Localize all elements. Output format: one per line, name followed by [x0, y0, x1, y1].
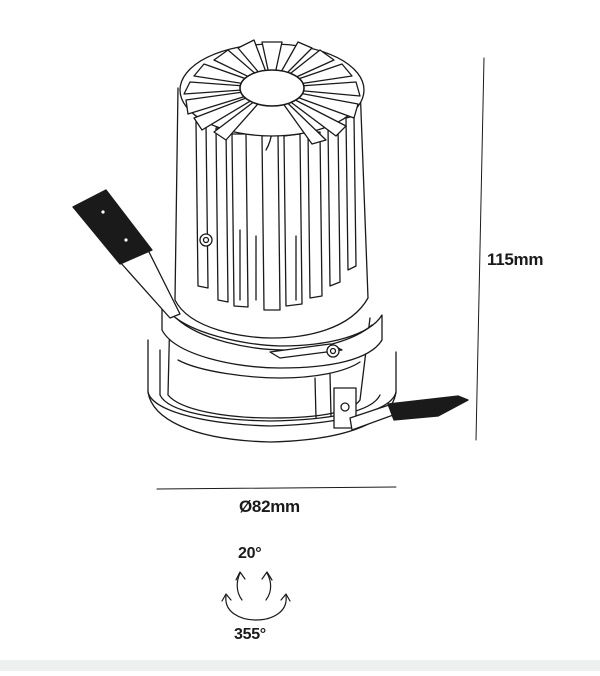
diameter-dimension-line	[156, 486, 397, 490]
mounting-bracket	[161, 299, 383, 369]
tilt-angle-label: 20°	[238, 545, 262, 562]
height-dimension-line	[475, 57, 485, 441]
heatsink	[174, 84, 369, 339]
tilt-arrows-icon	[235, 571, 273, 601]
right-spring-clip	[333, 387, 469, 431]
rotation-angle-label: 355°	[234, 626, 266, 643]
left-spring-clip	[72, 189, 181, 319]
bottom-strip	[0, 660, 600, 671]
diameter-label: Ø82mm	[239, 497, 300, 516]
height-label: 115mm	[487, 250, 544, 269]
rotation-arc-icon	[221, 593, 291, 621]
heatsink-top	[179, 39, 365, 145]
